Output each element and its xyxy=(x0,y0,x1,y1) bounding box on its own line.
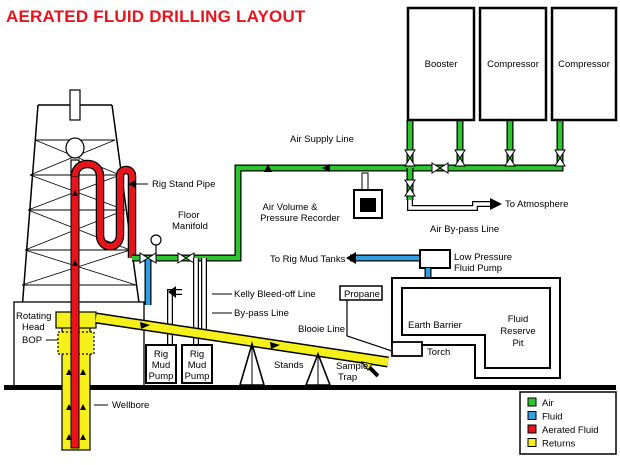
floor-manifold-label-1: Floor xyxy=(178,210,200,221)
compressor-box-1 xyxy=(478,6,548,122)
fluid-reserve-pit-label-2: Reserve xyxy=(500,326,535,337)
legend-swatch xyxy=(527,424,537,434)
torch-label: Torch xyxy=(427,347,450,358)
propane-label: Propane xyxy=(344,289,380,300)
kelly-bleed-off-label: Kelly Bleed-off Line xyxy=(234,289,316,300)
air-volume-recorder-label-2: Pressure Recorder xyxy=(260,213,340,224)
compressor-station: Booster Compressor Compressor xyxy=(406,6,618,122)
rig-mud-pump-1 xyxy=(145,344,177,384)
air-supply-line xyxy=(210,120,563,261)
pressure-gauge-icon xyxy=(150,234,162,246)
manifold-valves xyxy=(139,252,195,264)
stands-label: Stands xyxy=(274,360,304,371)
compressor-label-1: Compressor xyxy=(487,59,539,70)
fluid-reserve-pit-label-1: Fluid xyxy=(508,314,529,325)
rig-stand-pipe-label: Rig Stand Pipe xyxy=(152,179,215,190)
legend-label: Returns xyxy=(542,439,576,450)
booster-label: Booster xyxy=(425,59,458,70)
flow-arrows xyxy=(66,190,86,440)
air-bypass-line xyxy=(408,200,490,210)
air-supply-line-label: Air Supply Line xyxy=(290,134,354,145)
rig-mud-pump-2 xyxy=(181,344,213,384)
rig-mud-pump-1-label-2: Mud xyxy=(152,360,170,371)
propane-line xyxy=(346,300,396,353)
compressor-label-2: Compressor xyxy=(558,59,610,70)
drill-string xyxy=(70,175,80,449)
blooie-stands xyxy=(238,341,332,386)
low-pressure-pump-label-1: Low Pressure xyxy=(454,252,512,263)
rig-mud-pump-2-label-3: Pump xyxy=(185,371,210,382)
compressor-box-2 xyxy=(550,6,618,122)
rig-mud-pump-1-label-3: Pump xyxy=(149,371,174,382)
sample-trap-icon xyxy=(360,361,373,371)
low-pressure-pump-box xyxy=(419,249,451,269)
sample-trap-label-1: Sample xyxy=(336,361,368,372)
rig-mud-pump-2-label-2: Mud xyxy=(188,360,206,371)
legend-swatch xyxy=(527,411,537,420)
to-atmosphere-label: To Atmosphere xyxy=(505,199,568,210)
air-volume-recorder-label-1: Air Volume & xyxy=(263,202,319,213)
rig-mud-pump-1-label-1: Rig xyxy=(154,349,168,360)
wellbore-label: Wellbore xyxy=(112,400,149,411)
diagram-title: AERATED FLUID DRILLING LAYOUT xyxy=(6,7,306,26)
legend-label: Aerated Fluid xyxy=(542,425,599,436)
booster-box xyxy=(406,6,476,122)
floor-manifold-label-2: Manifold xyxy=(172,221,208,232)
legend-label: Fluid xyxy=(542,412,563,423)
fluid-reserve-pit-label-3: Pit xyxy=(512,338,523,349)
rotating-head-label-2: Head xyxy=(22,322,45,333)
low-pressure-pump-label-2: Fluid Pump xyxy=(454,263,502,274)
ground-line xyxy=(4,385,616,390)
rig-stand-pipe xyxy=(72,161,135,258)
to-atmosphere-arrow-icon xyxy=(490,198,502,210)
legend-swatch xyxy=(527,397,537,407)
legend-label: Air xyxy=(542,398,554,409)
fluid-reserve-pit xyxy=(401,287,551,369)
air-bypass-line-label: Air By-pass Line xyxy=(430,224,499,235)
torch-box xyxy=(391,341,423,357)
bop-label: BOP xyxy=(22,335,42,346)
sample-trap-label-2: Trap xyxy=(338,372,357,383)
legend-swatch xyxy=(527,438,537,447)
to-mud-tanks-arrow-icon xyxy=(346,252,356,264)
rig-mud-pump-2-label-1: Rig xyxy=(190,349,204,360)
propane-box xyxy=(339,285,383,301)
bypass-line-label: By-pass Line xyxy=(234,308,289,319)
rotating-head-label-1: Rotating xyxy=(16,311,51,322)
air-valves xyxy=(404,149,566,197)
earth-barrier-label: Earth Barrier xyxy=(408,320,462,331)
to-rig-mud-tanks-label: To Rig Mud Tanks xyxy=(270,254,346,265)
blooie-line-label: Blooie Line xyxy=(298,324,345,335)
